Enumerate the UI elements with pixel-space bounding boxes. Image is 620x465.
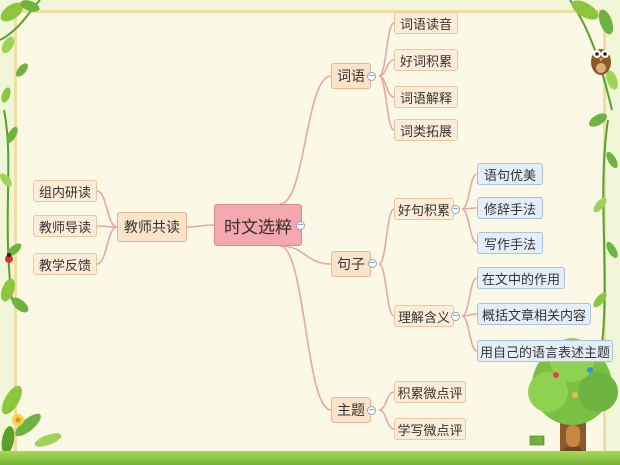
connector-line	[378, 22, 395, 77]
leaf-node[interactable]: 用自己的语言表述主题	[477, 340, 613, 362]
leaf-label: 修辞手法	[483, 202, 536, 218]
sub-branch-node[interactable]: 理解含义	[394, 305, 454, 327]
leaf-label: 词语解释	[399, 91, 452, 107]
collapse-toggle-icon[interactable]: −	[296, 220, 305, 230]
connector-line	[279, 75, 332, 205]
leaf-node[interactable]: 教学反馈	[33, 253, 97, 275]
branch-label: 教师共读	[124, 220, 180, 236]
leaf-label: 积累微点评	[397, 386, 463, 402]
vine-top-right-icon	[569, 0, 618, 127]
branch-node-sentences[interactable]: 句子	[331, 251, 371, 277]
root-node[interactable]: 时文选粹	[214, 204, 302, 246]
leaf-node[interactable]: 概括文章相关内容	[477, 303, 591, 325]
leaf-node[interactable]: 学写微点评	[394, 418, 466, 440]
connector-line	[461, 277, 478, 317]
sub-branch-node[interactable]: 好句积累	[394, 198, 454, 220]
leaf-node[interactable]: 积累微点评	[394, 381, 466, 403]
leaf-label: 概括文章相关内容	[481, 308, 586, 324]
leaf-node[interactable]: 组内研读	[33, 180, 97, 202]
leaf-label: 写作手法	[483, 237, 536, 253]
leaf-node[interactable]: 好词积累	[394, 49, 458, 71]
grass-strip	[0, 451, 620, 465]
leaf-label: 在文中的作用	[481, 272, 560, 288]
vine-top-left-icon	[0, 0, 41, 103]
sub-branch-label: 理解含义	[397, 310, 450, 326]
leaf-node[interactable]: 词语读音	[394, 12, 458, 34]
connector-line	[378, 409, 395, 430]
leaf-label: 词类拓展	[399, 124, 452, 140]
connector-line	[461, 208, 478, 244]
leaf-label: 学写微点评	[397, 423, 463, 439]
leaf-node[interactable]: 语句优美	[477, 163, 543, 185]
leaf-node[interactable]: 修辞手法	[477, 197, 543, 219]
connector-line	[378, 208, 395, 265]
branch-label: 句子	[337, 257, 365, 273]
branch-node-teacher-reading[interactable]: 教师共读	[117, 212, 187, 242]
leaf-node[interactable]: 在文中的作用	[477, 267, 565, 289]
connector-line	[461, 315, 478, 352]
leaf-node[interactable]: 写作手法	[477, 232, 543, 254]
connector-line	[378, 391, 395, 411]
root-label: 时文选粹	[224, 217, 292, 238]
collapse-toggle-icon[interactable]: −	[368, 258, 377, 268]
leaf-label: 组内研读	[38, 185, 91, 201]
connector-line	[378, 75, 395, 131]
connector-line	[96, 226, 118, 265]
leaf-node[interactable]: 教师导读	[33, 215, 97, 237]
ladybug-icon	[5, 253, 13, 263]
leaf-node[interactable]: 词语解释	[394, 86, 458, 108]
connector-line	[96, 190, 118, 228]
branch-node-theme[interactable]: 主题	[331, 397, 371, 423]
collapse-toggle-icon[interactable]: −	[367, 405, 376, 415]
connector-line	[461, 173, 478, 210]
vine-left-icon	[0, 109, 29, 313]
vine-right-icon	[593, 119, 618, 361]
collapse-toggle-icon[interactable]: −	[451, 204, 460, 214]
leaf-label: 用自己的语言表述主题	[479, 345, 610, 361]
branch-label: 词语	[337, 69, 365, 85]
sub-branch-label: 好句积累	[397, 203, 450, 219]
collapse-toggle-icon[interactable]: −	[367, 71, 376, 81]
branch-label: 主题	[337, 403, 365, 419]
connector-line	[186, 224, 215, 228]
leaf-node[interactable]: 词类拓展	[394, 119, 458, 141]
connector-line	[378, 263, 395, 317]
leaf-label: 教学反馈	[38, 258, 91, 274]
owl-icon	[591, 49, 611, 75]
leaf-label: 好词积累	[399, 54, 452, 70]
branch-node-words[interactable]: 词语	[331, 63, 371, 89]
leaf-label: 语句优美	[483, 168, 536, 184]
leaf-label: 教师导读	[38, 220, 91, 236]
plants-bottom-left-icon	[1, 385, 62, 454]
connector-line	[279, 245, 332, 411]
collapse-toggle-icon[interactable]: −	[451, 311, 460, 321]
leaf-label: 词语读音	[399, 17, 452, 33]
connector-line	[279, 245, 332, 265]
